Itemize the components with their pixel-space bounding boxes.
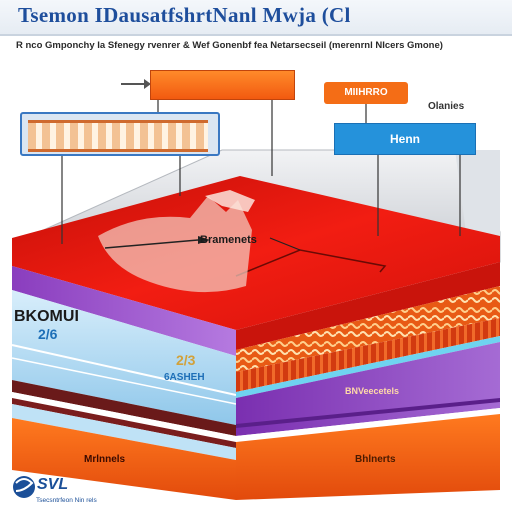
- ghost-shape-2: [205, 190, 255, 212]
- logo-text: SVL: [37, 476, 69, 493]
- right-white-line: [236, 408, 500, 442]
- layer-sample-panel: [20, 112, 220, 156]
- right-label-low: Bhlnerts: [355, 454, 396, 465]
- right-orange-layer: [236, 414, 500, 500]
- blue-callout-tag: Henn: [334, 123, 476, 155]
- ghost-shape: [98, 196, 252, 293]
- left-orange-band: [12, 418, 236, 500]
- logo-caption: Tsecsntrfeon Nin rels: [36, 497, 97, 504]
- right-orange-wave-layer: [236, 286, 500, 372]
- center-small-label: 6ASHEH: [164, 372, 205, 383]
- left-white-band: [12, 392, 236, 442]
- title-bar: Tsemon IDausatfshrtNanl Mwja (Cl: [0, 0, 512, 36]
- right-purple-thin: [236, 398, 500, 428]
- right-red-stripe-layer: [236, 318, 500, 392]
- right-cyan-line: [236, 336, 500, 398]
- right-label-mid: BNVeecetels: [345, 386, 400, 396]
- center-arrow-head: [198, 236, 210, 244]
- orange-callout-tag: MIIHRRO: [324, 82, 408, 104]
- right-red-layer: [236, 262, 500, 350]
- diagram-title: Tsemon IDausatfshrtNanl Mwja (Cl: [18, 3, 351, 27]
- left-lightblue-low: [12, 404, 236, 460]
- crack-line: [235, 249, 387, 277]
- bottom-left-label: Mrlnnels: [84, 454, 126, 465]
- left-label-top: BKOMUI: [14, 308, 79, 325]
- layer-sample-texture: [28, 120, 208, 152]
- arrow-stub: [121, 79, 151, 89]
- side-label: Olanies: [428, 101, 465, 112]
- center-number: 2/3: [176, 352, 196, 368]
- right-purple-layer: [236, 342, 500, 436]
- center-arrow-label: Bramenets: [200, 234, 257, 246]
- left-purple-layer: [12, 266, 236, 356]
- center-arrow: [104, 239, 199, 249]
- left-label-num: 2/6: [38, 326, 58, 342]
- left-dark-band: [12, 380, 236, 436]
- orange-material-box: [150, 70, 295, 100]
- left-maroon-band: [12, 398, 236, 448]
- diagram-subtitle: R nco Gmponchy Ia Sfenegy rvenrer & Wef …: [16, 40, 443, 51]
